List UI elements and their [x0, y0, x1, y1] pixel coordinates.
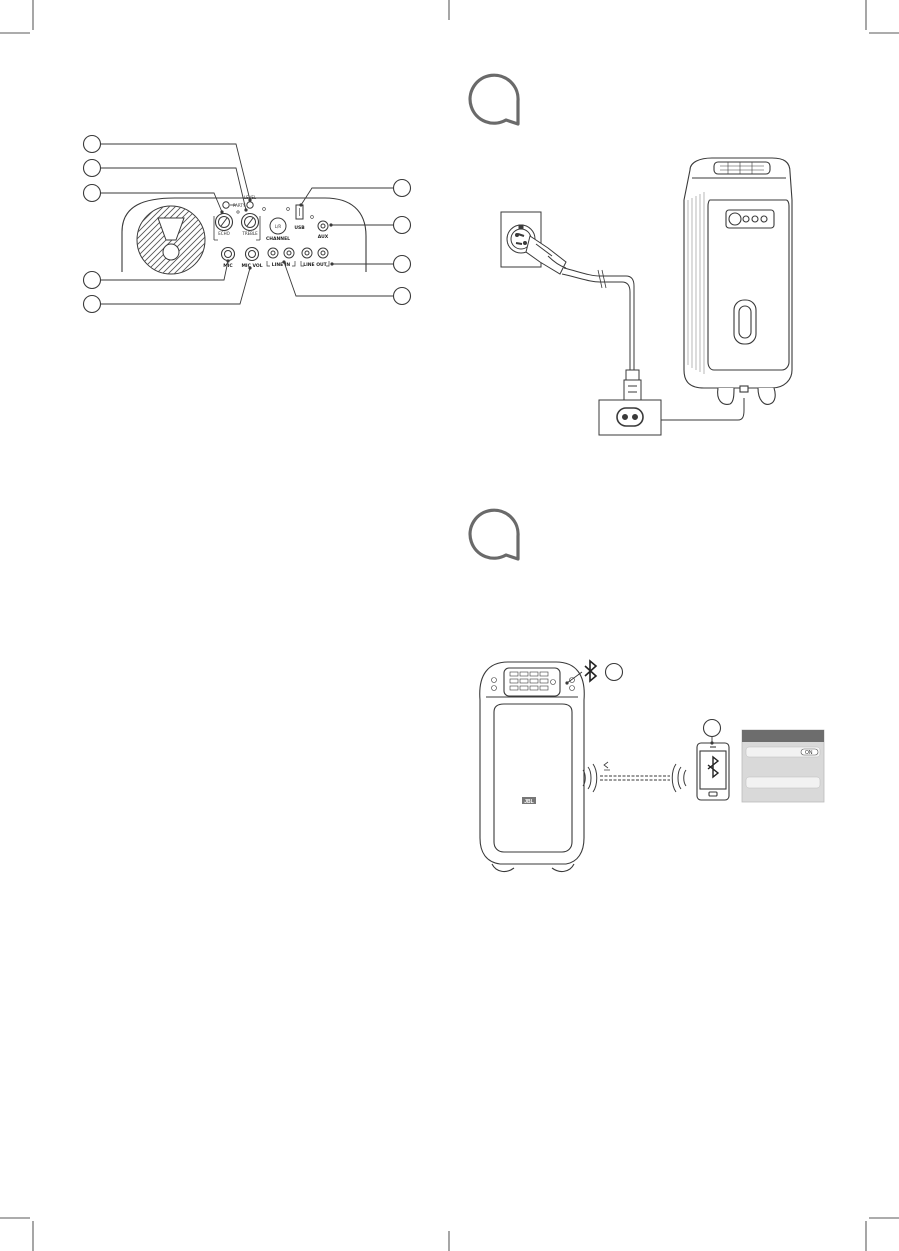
- speaker-tower-side: [683, 157, 793, 405]
- label-line-in: LINE IN: [272, 262, 291, 268]
- panel-outline: [121, 197, 367, 272]
- mic-jack: [220, 246, 236, 262]
- rear-panel-diagram: L/R: [121, 197, 367, 275]
- level-button: [246, 201, 254, 209]
- callout-marker: [702, 718, 722, 738]
- callout-marker: [392, 215, 412, 235]
- callout-marker: [82, 294, 102, 314]
- connector-plug: [623, 369, 642, 403]
- device-list-row: [745, 776, 821, 789]
- callout-marker: [82, 134, 102, 154]
- bluetooth-icon: [584, 659, 598, 683]
- power-cord: [561, 267, 635, 374]
- label-level: LEVEL: [244, 195, 257, 200]
- label-aux: AUX: [318, 234, 329, 240]
- speaker-tower-front: JBL: [479, 661, 585, 873]
- callout-marker: [604, 662, 624, 682]
- speech-bubble-icon: [468, 73, 520, 126]
- line-in-jacks: [267, 247, 295, 259]
- line-out-jacks: [301, 247, 329, 259]
- label-channel: CHANNEL: [266, 236, 290, 242]
- panel-labels: PARTY ECHO TREBLE LEVEL MIC MIC VOL CHAN…: [218, 195, 329, 269]
- callout-marker: [392, 254, 412, 274]
- bluetooth-settings-screen: ON: [741, 729, 825, 803]
- smartphone-icon: [696, 742, 730, 801]
- callout-marker: [82, 158, 102, 178]
- power-plug-icon: [515, 233, 567, 275]
- wireless-waves-icon: [582, 761, 687, 793]
- channel-button: L/R: [269, 217, 287, 235]
- treble-knob: [240, 212, 260, 232]
- label-treble: TREBLE: [241, 231, 258, 236]
- label-line-out: LINE OUT: [303, 262, 327, 268]
- label-brackets: [266, 261, 330, 267]
- bluetooth-toggle: [800, 748, 819, 756]
- speaker-grille: [136, 205, 206, 275]
- bluetooth-toggle-row: [745, 746, 821, 758]
- leader-dots: [220, 198, 334, 270]
- echo-knob: [214, 212, 234, 232]
- leader-lines: [100, 143, 394, 305]
- label-mic: MIC: [223, 263, 233, 269]
- power-inlet-icon: [598, 398, 745, 436]
- label-echo: ECHO: [218, 231, 229, 236]
- speaker-logo: JBL: [524, 799, 533, 805]
- callout-marker: [82, 270, 102, 290]
- speech-bubble-icon: [468, 508, 520, 561]
- party-button: [222, 201, 230, 209]
- bluetooth-toggle-label: ON: [805, 750, 813, 756]
- callout-marker: [392, 178, 412, 198]
- callout-marker: [392, 286, 412, 306]
- label-usb: USB: [294, 225, 305, 231]
- mic-vol-jack: [244, 246, 260, 262]
- label-party: PARTY: [233, 203, 246, 208]
- settings-header: [742, 730, 824, 742]
- aux-jack: [317, 220, 329, 232]
- svg-text:L/R: L/R: [275, 224, 282, 229]
- label-mic-vol: MIC VOL: [241, 263, 262, 269]
- callout-marker: [82, 183, 102, 203]
- callouts-left: [82, 134, 412, 314]
